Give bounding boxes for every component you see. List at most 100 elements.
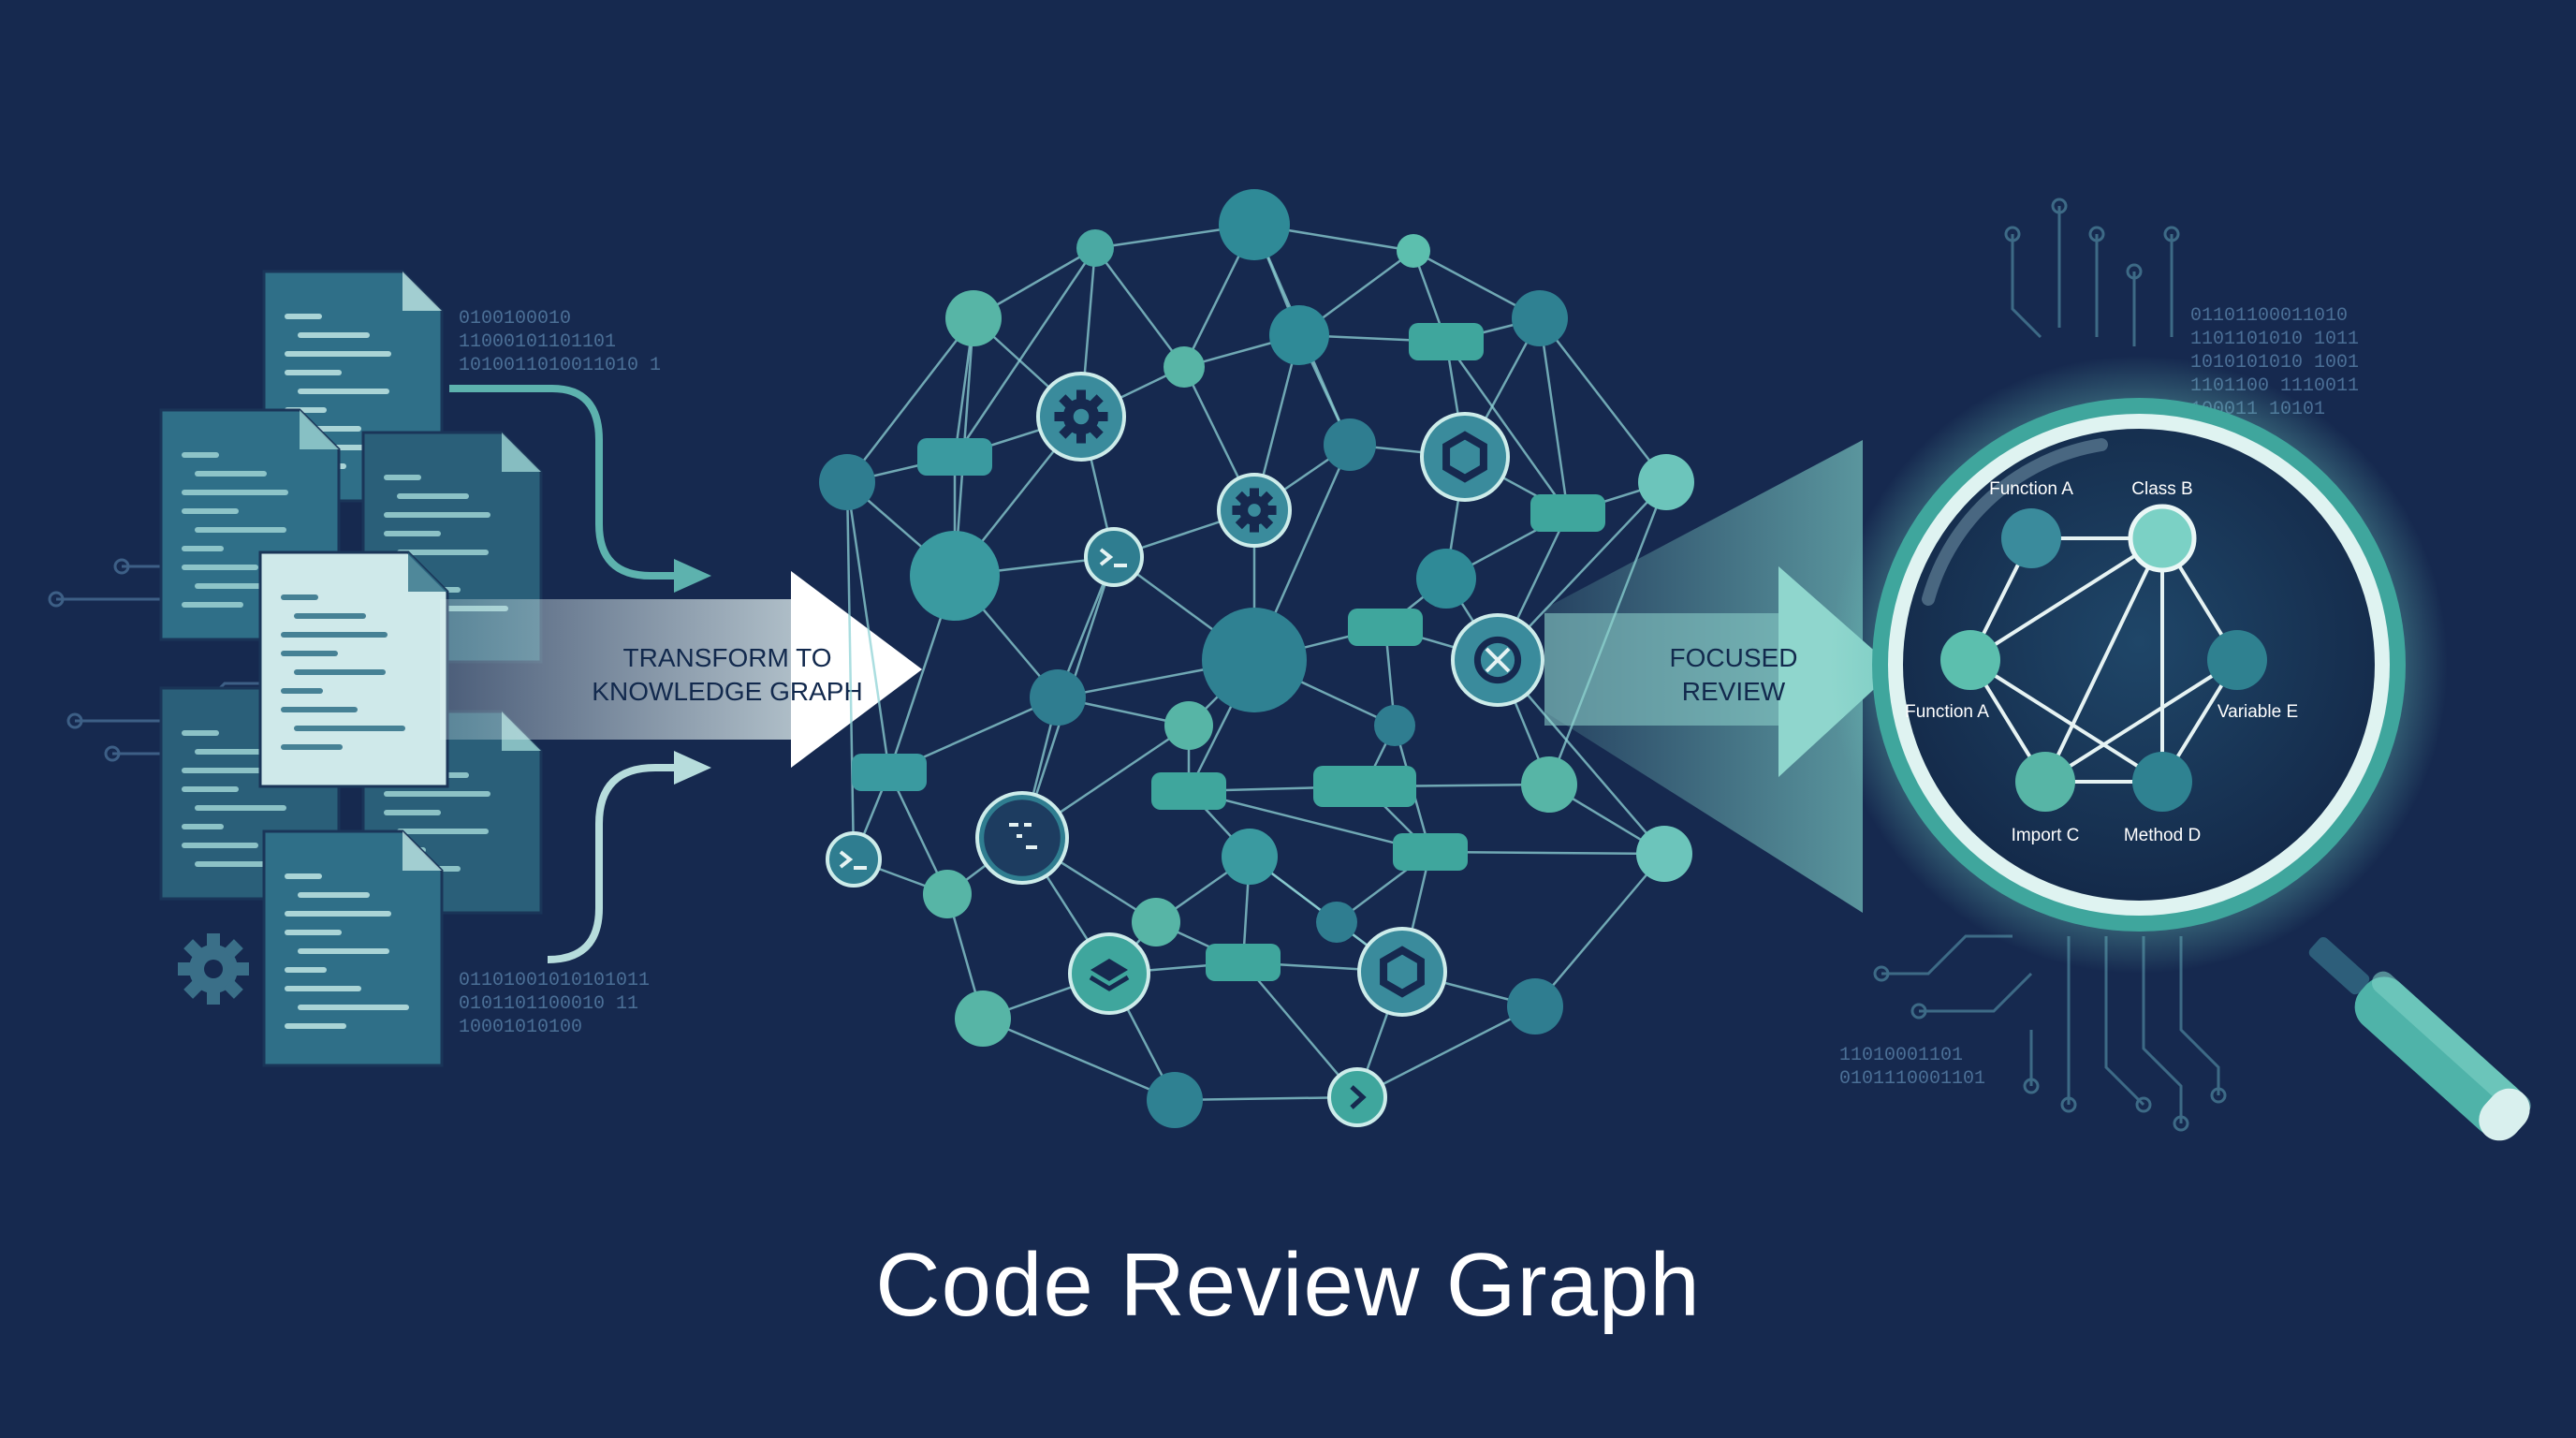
graph-node bbox=[1164, 346, 1205, 388]
focus-node-class-b bbox=[2128, 504, 2197, 573]
graph-node-pill bbox=[917, 438, 992, 476]
code-file-icon bbox=[258, 550, 449, 788]
graph-node bbox=[1147, 1072, 1203, 1128]
curved-arrows bbox=[449, 385, 711, 963]
transform-label-line2: KNOWLEDGE GRAPH bbox=[592, 677, 862, 706]
graph-node bbox=[1416, 549, 1476, 609]
graph-node bbox=[1164, 701, 1213, 750]
focus-node-import-c bbox=[2015, 752, 2075, 812]
binary-left-top: 0100100010 11000101101101 10100110100110… bbox=[459, 308, 661, 376]
binary-line: 0100100010 bbox=[459, 308, 571, 330]
graph-node-pill bbox=[1409, 323, 1484, 360]
graph-node bbox=[1521, 756, 1577, 813]
focused-label-line1: FOCUSED bbox=[1670, 643, 1798, 672]
binary-line: 01101100011010 bbox=[2190, 305, 2348, 327]
code-file-icon bbox=[262, 829, 444, 1067]
graph-node bbox=[923, 870, 972, 918]
graph-node bbox=[910, 531, 1000, 621]
graph-node-pill bbox=[1151, 772, 1226, 810]
binary-line: 01101001010101011 bbox=[459, 970, 650, 991]
graph-edge bbox=[1534, 853, 1665, 1007]
chevron-right-icon bbox=[1327, 1067, 1387, 1127]
graph-edge bbox=[1539, 317, 1667, 483]
graph-node-pill bbox=[1393, 833, 1468, 871]
graph-edge bbox=[1356, 1005, 1536, 1099]
transform-arrow: TRANSFORM TO KNOWLEDGE GRAPH bbox=[440, 571, 922, 768]
graph-node bbox=[1397, 234, 1430, 268]
graph-node bbox=[1132, 898, 1180, 946]
binary-line: 10001010100 bbox=[459, 1017, 582, 1038]
focus-label-method-d: Method D bbox=[2124, 826, 2201, 845]
binary-line: 1010011010011010 1 bbox=[459, 355, 661, 376]
gear-icon bbox=[1217, 473, 1292, 548]
graph-edge bbox=[982, 1017, 1176, 1102]
focus-node-method-d bbox=[2132, 752, 2192, 812]
graph-node bbox=[1030, 669, 1086, 726]
graph-edge bbox=[1174, 1095, 1358, 1102]
focus-label-variable-e: Variable E bbox=[2217, 702, 2298, 722]
graph-node bbox=[819, 454, 875, 510]
magnifier-icon bbox=[1830, 356, 2531, 1141]
graph-edge bbox=[845, 481, 891, 773]
graph-node bbox=[1219, 189, 1290, 260]
focus-label-function-a-left: Function A bbox=[1905, 702, 1989, 722]
circuit-traces-right bbox=[1873, 198, 2227, 1132]
graph-node bbox=[1076, 229, 1114, 267]
binary-line: 0101101100010 11 bbox=[459, 993, 638, 1015]
page-title: Code Review Graph bbox=[875, 1235, 1701, 1335]
focus-label-class-b: Class B bbox=[2131, 479, 2192, 499]
graph-node bbox=[1222, 829, 1278, 885]
graph-node bbox=[1512, 290, 1568, 346]
graph-node bbox=[1374, 705, 1415, 746]
binary-line: 11010001101 bbox=[1839, 1045, 1963, 1066]
graph-node bbox=[1269, 305, 1329, 365]
transform-label-line1: TRANSFORM TO bbox=[623, 643, 832, 672]
focus-node-variable-e bbox=[2207, 630, 2267, 690]
graph-node bbox=[1316, 902, 1357, 943]
graph-node-pill bbox=[1348, 609, 1423, 646]
layers-icon bbox=[1068, 932, 1150, 1015]
binary-line: 1010101010 1001 bbox=[2190, 352, 2359, 374]
focus-node-function-a-left bbox=[1940, 630, 2000, 690]
hexagon-icon bbox=[1420, 412, 1510, 502]
graph-node bbox=[1638, 454, 1694, 510]
gear-icon bbox=[1036, 372, 1126, 462]
binary-line: 1101101010 1011 bbox=[2190, 329, 2359, 350]
code-icon bbox=[975, 791, 1069, 885]
binary-line: 0101110001101 bbox=[1839, 1068, 1985, 1090]
binary-right-bottom: 11010001101 0101110001101 bbox=[1839, 1045, 1985, 1090]
graph-node bbox=[1202, 608, 1307, 712]
graph-edge bbox=[1444, 341, 1570, 514]
arrow-head-icon bbox=[674, 751, 711, 785]
graph-node bbox=[945, 290, 1002, 346]
terminal-icon bbox=[826, 831, 882, 888]
terminal-icon bbox=[1084, 527, 1144, 587]
focus-subgraph: Function A Class B Function A Variable E… bbox=[1905, 479, 2298, 845]
focused-label-line2: REVIEW bbox=[1682, 677, 1786, 706]
graph-edge bbox=[846, 317, 974, 483]
graph-edge bbox=[845, 481, 856, 860]
graph-node-pill bbox=[1313, 766, 1416, 807]
focus-label-import-c: Import C bbox=[2012, 826, 2080, 845]
binary-left-bottom: 01101001010101011 0101101100010 11 10001… bbox=[459, 970, 650, 1038]
hexagon-icon bbox=[1357, 927, 1447, 1017]
graph-edge bbox=[1093, 247, 1186, 368]
focused-arrow: FOCUSED REVIEW bbox=[1544, 440, 1895, 913]
graph-edge bbox=[1188, 789, 1431, 854]
graph-edge bbox=[953, 247, 1097, 458]
arrow-head-icon bbox=[674, 559, 711, 593]
graph-node bbox=[1324, 418, 1376, 471]
knowledge-graph bbox=[819, 189, 1694, 1128]
graph-edge bbox=[1538, 317, 1570, 514]
graph-node-pill bbox=[1206, 944, 1281, 981]
graph-node bbox=[1507, 978, 1563, 1034]
binary-line: 11000101101101 bbox=[459, 331, 616, 353]
graph-nodes bbox=[819, 189, 1694, 1128]
graph-node bbox=[1636, 826, 1692, 882]
focus-node-function-a-top bbox=[2001, 508, 2061, 568]
graph-node-pill bbox=[1530, 494, 1605, 532]
code-symbol-icon bbox=[1451, 613, 1544, 707]
focus-label-function-a-top: Function A bbox=[1989, 479, 2073, 499]
graph-node bbox=[955, 990, 1011, 1047]
